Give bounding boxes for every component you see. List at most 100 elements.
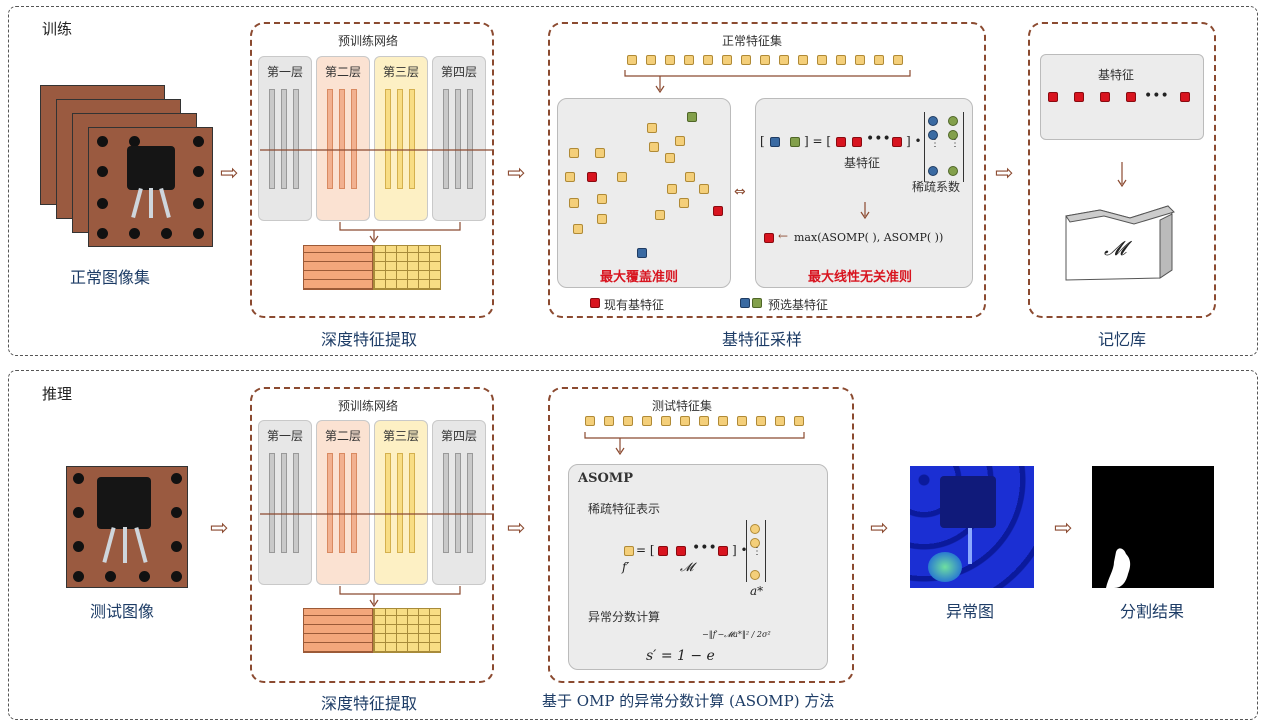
f-prime-symbol: f′ xyxy=(622,560,630,574)
feature-set-bracket xyxy=(624,70,911,94)
feature-cube xyxy=(756,416,766,426)
base-feature-label: 基特征 xyxy=(844,156,881,170)
layer-label: 第三层 xyxy=(382,429,419,443)
asomp-detail-box xyxy=(568,464,828,670)
feature-cube xyxy=(699,416,709,426)
layer-label: 第四层 xyxy=(440,429,477,443)
layer-4: 第四层 xyxy=(432,56,486,221)
layer-1: 第一层 xyxy=(258,56,312,221)
feature-merge-bracket xyxy=(260,149,494,244)
feature-cube xyxy=(737,416,747,426)
test-feature-set-label: 测试特征集 xyxy=(652,399,713,413)
feature-tensor xyxy=(303,245,441,295)
pretrained-network-label: 预训练网络 xyxy=(338,399,399,413)
inference-network-box xyxy=(250,387,494,683)
inference-title: 推理 xyxy=(42,385,73,403)
memory-base-feature-label: 基特征 xyxy=(1098,68,1135,82)
feature-cube xyxy=(741,55,751,65)
asomp-method-box xyxy=(548,387,854,683)
feature-cube xyxy=(604,416,614,426)
layer-2: 第二层 xyxy=(316,420,370,585)
memory-bank-sheet-icon xyxy=(1065,205,1175,281)
arrow-icon: ⇨ xyxy=(1054,516,1073,541)
feature-cube xyxy=(680,416,690,426)
arrow-icon: ⇨ xyxy=(995,161,1014,186)
feature-cube xyxy=(817,55,827,65)
training-panel xyxy=(8,6,1258,356)
layer-3: 第三层 xyxy=(374,420,428,585)
test-image-caption: 测试图像 xyxy=(90,602,155,621)
base-feature-sampling-box xyxy=(548,22,986,318)
layer-2: 第二层 xyxy=(316,56,370,221)
feature-cube xyxy=(646,55,656,65)
normal-feature-row xyxy=(627,55,907,69)
segmentation-mask xyxy=(1106,548,1131,588)
feature-cube xyxy=(855,55,865,65)
inference-panel xyxy=(8,370,1258,720)
deep-feature-extraction-caption: 深度特征提取 xyxy=(321,694,418,713)
arrow-icon: ⇨ xyxy=(507,516,526,541)
down-arrow-icon xyxy=(860,202,870,220)
test-image xyxy=(66,466,188,588)
memory-symbol: 𝓜 xyxy=(1104,236,1127,260)
normal-image-set-caption: 正常图像集 xyxy=(70,268,151,287)
max-formula: max(ASOMP( ), ASOMP( )) xyxy=(794,231,944,244)
memory-bank-box xyxy=(1028,22,1216,318)
arrow-icon: ⇨ xyxy=(210,516,229,541)
anomaly-score-label: 异常分数计算 xyxy=(588,610,661,624)
max-independent-title: 最大线性无关准则 xyxy=(808,270,913,285)
asomp-title: ASOMP xyxy=(578,471,633,486)
double-arrow-icon: ⇔ xyxy=(734,184,746,200)
scattered-features xyxy=(557,98,731,268)
base-feature-sampling-caption: 基特征采样 xyxy=(722,330,803,349)
legend-existing-label: 现有基特征 xyxy=(604,298,665,312)
sparse-coef-label: 稀疏系数 xyxy=(912,180,961,194)
arrow-icon: ⇨ xyxy=(870,516,889,541)
segmentation-caption: 分割结果 xyxy=(1120,602,1185,621)
feature-cube xyxy=(623,416,633,426)
feature-cube xyxy=(893,55,903,65)
down-arrow-icon xyxy=(1117,162,1127,188)
score-formula: s′ = 1 − e xyxy=(646,648,715,664)
sparse-repr-label: 稀疏特征表示 xyxy=(588,502,661,516)
feature-cube xyxy=(874,55,884,65)
anomaly-map-image xyxy=(910,466,1034,588)
arrow-icon: ⇨ xyxy=(220,161,239,186)
pretrained-network-label: 预训练网络 xyxy=(338,34,399,48)
feature-cube xyxy=(585,416,595,426)
layer-label: 第一层 xyxy=(266,65,303,79)
layer-3: 第三层 xyxy=(374,56,428,221)
memory-bank-caption: 记忆库 xyxy=(1098,330,1147,349)
feature-cube xyxy=(836,55,846,65)
layer-1: 第一层 xyxy=(258,420,312,585)
layer-label: 第三层 xyxy=(382,65,419,79)
legend-candidate-label: 预选基特征 xyxy=(768,298,829,312)
max-independent-box xyxy=(755,98,973,288)
feature-tensor xyxy=(303,608,441,658)
training-network-box xyxy=(250,22,494,318)
layer-label: 第一层 xyxy=(266,429,303,443)
feature-cube xyxy=(661,416,671,426)
feature-merge-bracket xyxy=(260,513,494,608)
memory-feature-row: ••• xyxy=(1048,88,1198,106)
normal-feature-set-label: 正常特征集 xyxy=(722,34,783,48)
layer-label: 第二层 xyxy=(324,429,361,443)
legend-candidate-cube-blue xyxy=(740,298,750,308)
anomaly-map-caption: 异常图 xyxy=(946,602,995,621)
m-symbol: 𝓜 xyxy=(680,560,694,574)
feature-cube xyxy=(684,55,694,65)
test-feature-row xyxy=(585,416,815,430)
selected-feature-cube xyxy=(764,233,774,243)
layer-label: 第二层 xyxy=(324,65,361,79)
normal-image-stack xyxy=(40,85,215,247)
feature-cube xyxy=(722,55,732,65)
segmentation-image xyxy=(1092,466,1214,588)
feature-cube xyxy=(642,416,652,426)
feature-cube xyxy=(760,55,770,65)
max-cover-title: 最大覆盖准则 xyxy=(600,270,679,285)
feature-set-bracket xyxy=(584,432,805,456)
left-arrow-icon: ← xyxy=(778,229,789,243)
sparse-equation: [ ] = [ ••• ] • ⋮ ⋮ xyxy=(760,110,970,200)
feature-cube xyxy=(627,55,637,65)
legend-candidate-cube-green xyxy=(752,298,762,308)
